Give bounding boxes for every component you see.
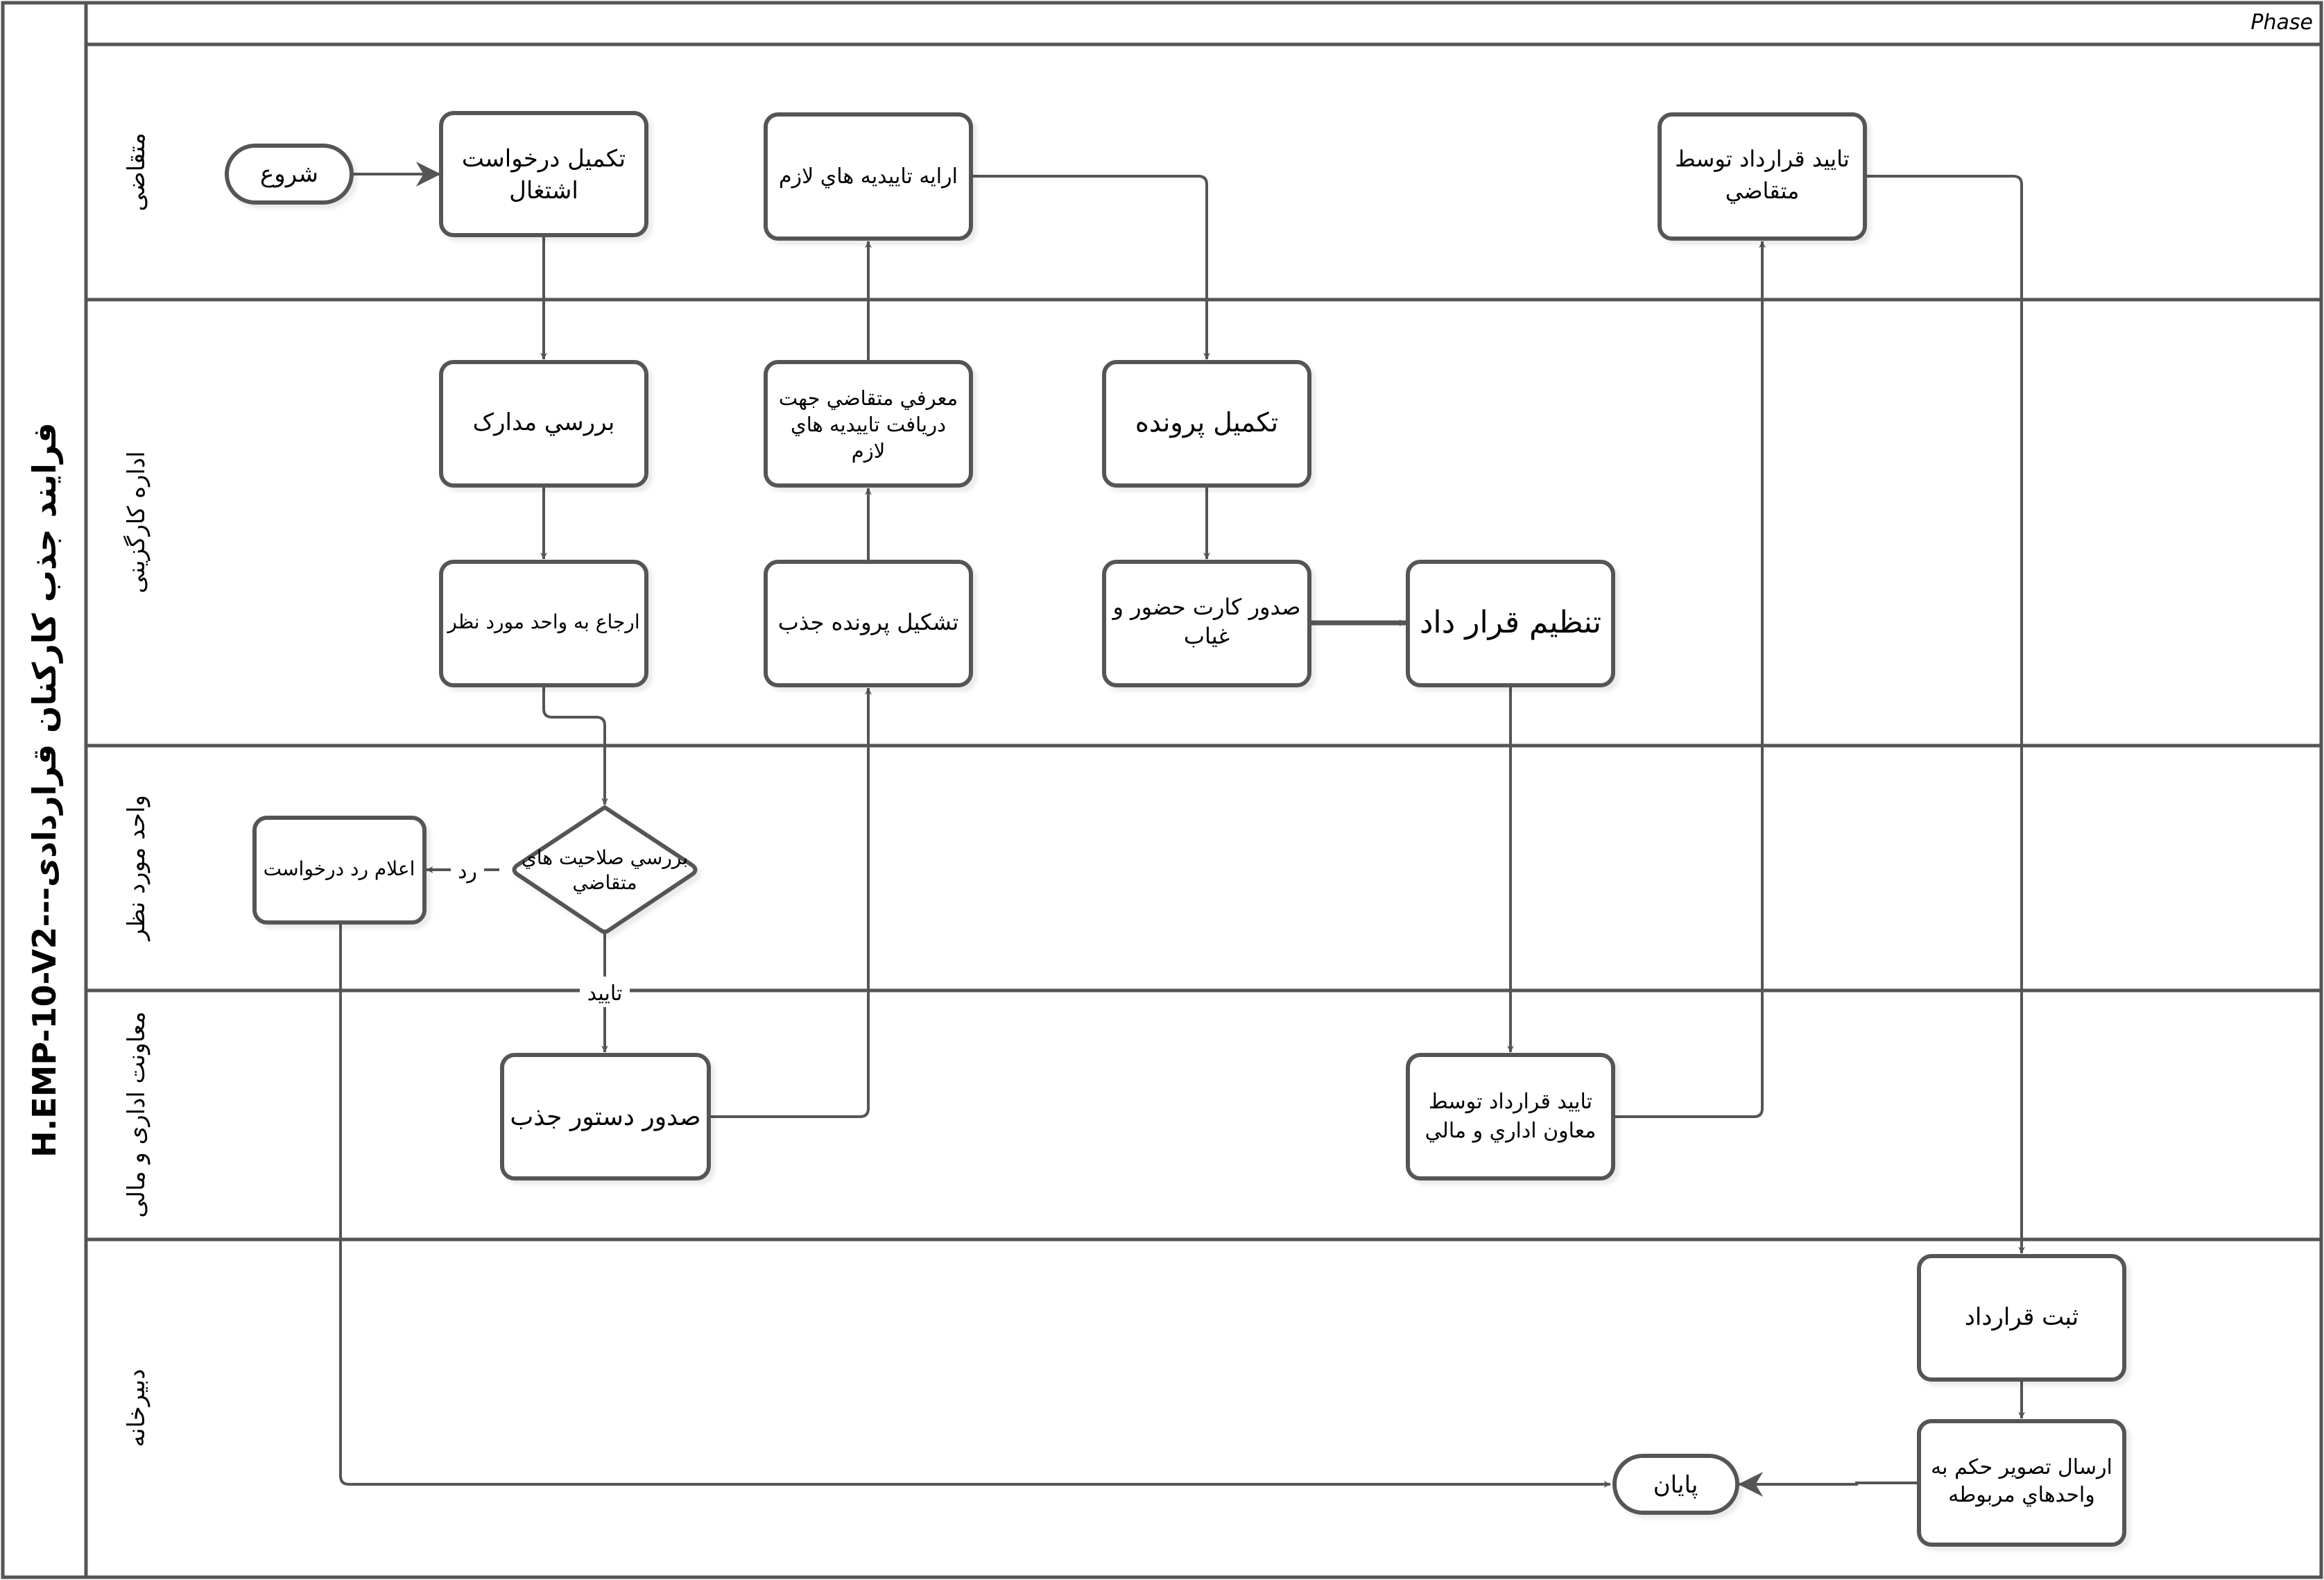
task-label-line: معاون اداري و مالي (1425, 1119, 1596, 1143)
task-fill-application[interactable]: تکمیل درخواست اشتغال (439, 111, 648, 237)
flow-label-reject: رد (458, 859, 477, 884)
task-applicant-approve-contract[interactable]: تاييد قرارداد توسط متقاضي (1658, 112, 1867, 241)
task-label-line: تکميل پرونده (1135, 407, 1278, 438)
task-send-decree-copy[interactable]: ارسال تصوير حکم به واحدهاي مربوطه (1917, 1419, 2126, 1547)
task-label-line: غياب (1184, 623, 1230, 649)
flow-hiring-order-to-create-file[interactable] (709, 687, 872, 1118)
task-shape (1102, 360, 1311, 488)
task-label-line: واحدهاي مربوطه (1948, 1483, 2095, 1507)
flow-deputy-to-applicant-approve[interactable] (1613, 241, 1766, 1118)
task-label-line: ارايه تاييديه هاي لازم (779, 164, 958, 189)
task-label-line: دريافت تاييديه هاي (791, 413, 946, 436)
pool-title: H.EMP-10-V2---فرایند جذب کارکنان قرارداد… (26, 422, 63, 1158)
task-label-line: اعلام رد درخواست (264, 857, 415, 880)
task-deputy-approve-contract[interactable]: تاييد قرارداد توسط معاون اداري و مالي (1406, 1053, 1615, 1180)
task-shape (1917, 1254, 2126, 1382)
lane-label-hr: اداره کارگزینی (123, 451, 150, 593)
task-label-line: ارجاع به واحد مورد نظر (446, 610, 639, 633)
flow-label-bg (451, 855, 484, 885)
task-label-line: اشتغال (509, 177, 578, 205)
gateway-label-line: متقاضي (572, 871, 637, 894)
task-label-line: تشکيل پرونده جذب (778, 609, 959, 635)
task-shape (1406, 560, 1615, 687)
lane-label-applicant: متقاضی (123, 132, 150, 211)
flow-rejection-to-end[interactable] (339, 922, 1611, 1488)
task-shape (500, 1053, 711, 1180)
end-event[interactable]: پايان (1612, 1454, 1739, 1515)
task-label-line: تنظيم قرار داد (1420, 605, 1601, 640)
lane-label-secretariat: دبیرخانه (123, 1369, 150, 1448)
task-issue-hiring-order[interactable]: صدور دستور جذب (500, 1053, 711, 1180)
flow-applicant-approve-to-register[interactable] (1865, 175, 2025, 1254)
task-label-line: تاييد قرارداد توسط (1675, 146, 1850, 172)
nodes: شروع تکمیل درخواست اشتغال ارايه تاييديه … (225, 111, 2126, 1547)
task-label-line: ارسال تصوير حکم به (1931, 1455, 2112, 1479)
task-shape (439, 360, 648, 488)
task-refer-to-unit[interactable]: ارجاع به واحد مورد نظر (439, 560, 648, 687)
task-shape (1102, 560, 1311, 687)
task-label-line: صدور دستور جذب (510, 1103, 700, 1131)
task-shape (1658, 112, 1867, 241)
gateway-label-line: بررسي صلاحيت هاي (522, 846, 688, 869)
flow-label-bg (580, 977, 630, 1007)
task-shape (764, 560, 973, 687)
flow-refer-to-gateway[interactable] (542, 685, 608, 805)
task-shape (252, 816, 427, 925)
task-draft-contract[interactable]: تنظيم قرار داد (1406, 560, 1615, 687)
start-event-shape (225, 144, 354, 205)
lane-label-deputy: معاونت اداری و مالی (123, 1011, 150, 1217)
lanes: متقاضی اداره کارگزینی واحد مورد نظر معاو… (86, 132, 2321, 1447)
gateway-check-competency[interactable]: بررسي صلاحيت هاي متقاضي (512, 805, 698, 934)
gateway-shape (512, 805, 698, 934)
task-shape (1406, 1053, 1615, 1180)
task-label-line: صدور کارت حضور و (1112, 594, 1301, 620)
flow-label-approve: تاييد (587, 981, 623, 1006)
task-label-line: متقاضي (1725, 178, 1800, 204)
task-label-line: معرفي متقاضي جهت (779, 386, 958, 411)
task-shape (764, 360, 973, 488)
task-shape (764, 112, 973, 241)
end-event-label: پايان (1653, 1471, 1698, 1499)
task-complete-file[interactable]: تکميل پرونده (1102, 360, 1311, 488)
flow-provide-to-complete-file[interactable] (971, 175, 1210, 360)
task-shape (439, 111, 648, 237)
task-issue-attendance-card[interactable]: صدور کارت حضور و غياب (1102, 560, 1311, 687)
task-label-line: ثبت قرارداد (1965, 1303, 2079, 1331)
task-announce-rejection[interactable]: اعلام رد درخواست (252, 816, 427, 925)
lane-label-unit: واحد مورد نظر (123, 795, 150, 942)
task-shape (439, 560, 648, 687)
task-review-documents[interactable]: بررسي مدارک (439, 360, 648, 488)
task-introduce-applicant[interactable]: معرفي متقاضي جهت دريافت تاييديه هاي لازم (764, 360, 973, 488)
end-event-shape (1612, 1454, 1739, 1515)
task-create-file[interactable]: تشکيل پرونده جذب (764, 560, 973, 687)
sequence-flows: رد تاييد (339, 162, 2025, 1497)
start-event-label: شروع (260, 160, 318, 188)
flow-send-to-end[interactable] (1738, 1472, 1919, 1497)
phase-label: Phase (2250, 10, 2313, 35)
task-shape (1917, 1419, 2126, 1547)
task-register-contract[interactable]: ثبت قرارداد (1917, 1254, 2126, 1382)
start-event[interactable]: شروع (225, 144, 354, 205)
task-provide-confirmations[interactable]: ارايه تاييديه هاي لازم (764, 112, 973, 241)
task-label-line: لازم (852, 439, 886, 463)
task-label-line: تاييد قرارداد توسط (1429, 1090, 1592, 1114)
task-label-line: تکمیل درخواست (462, 145, 626, 173)
task-label-line: بررسي مدارک (473, 409, 615, 436)
